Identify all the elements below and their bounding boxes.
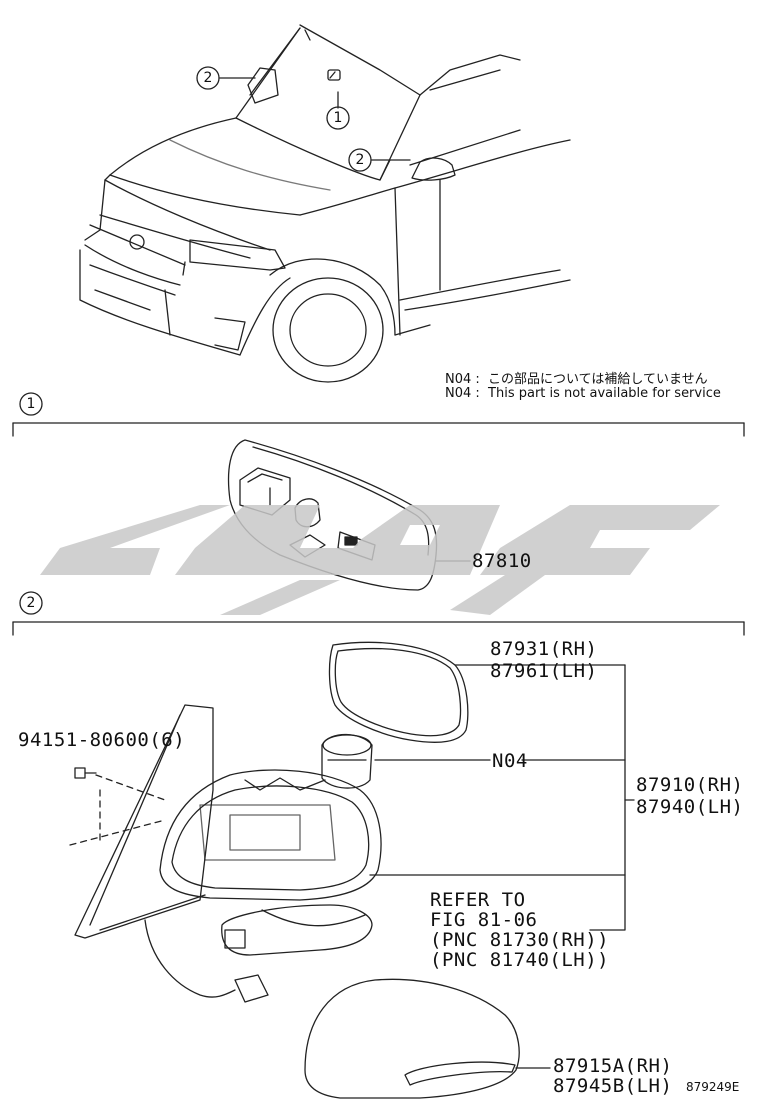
door-mirror-illustration — [69, 641, 635, 1099]
callout-2-left: 2 — [203, 70, 213, 86]
callout-1-center: 1 — [333, 110, 343, 126]
part-87910-rh[interactable]: 87910(RH) — [636, 774, 744, 796]
note-english: N04 : This part is not available for ser… — [445, 386, 721, 401]
refer-line-2[interactable]: FIG 81-06 — [430, 909, 538, 931]
refer-line-4: (PNC 81740(LH)) — [430, 949, 610, 971]
part-87810[interactable]: 87810 — [472, 550, 532, 572]
vehicle-illustration — [79, 24, 571, 383]
section-2-marker: 2 — [26, 595, 36, 611]
watermark-logo — [40, 505, 720, 615]
section-1-marker: 1 — [26, 396, 36, 412]
refer-line-1: REFER TO — [430, 889, 526, 911]
callout-2-right: 2 — [355, 152, 365, 168]
part-87945b-lh[interactable]: 87945B(LH) — [553, 1075, 673, 1097]
section-dividers — [12, 392, 745, 636]
refer-line-3: (PNC 81730(RH)) — [430, 929, 610, 951]
part-87961-lh[interactable]: 87961(LH) — [490, 660, 598, 682]
part-87915a-rh[interactable]: 87915A(RH) — [553, 1055, 673, 1077]
figure-code: 879249E — [686, 1080, 740, 1094]
part-87940-lh[interactable]: 87940(LH) — [636, 796, 744, 818]
part-87931-rh[interactable]: 87931(RH) — [490, 638, 598, 660]
part-screw-94151[interactable]: 94151-80600(6) — [18, 729, 186, 751]
part-n04-actuator: N04 — [492, 750, 528, 772]
note-japanese: N04 : この部品については補給していません — [445, 372, 708, 387]
